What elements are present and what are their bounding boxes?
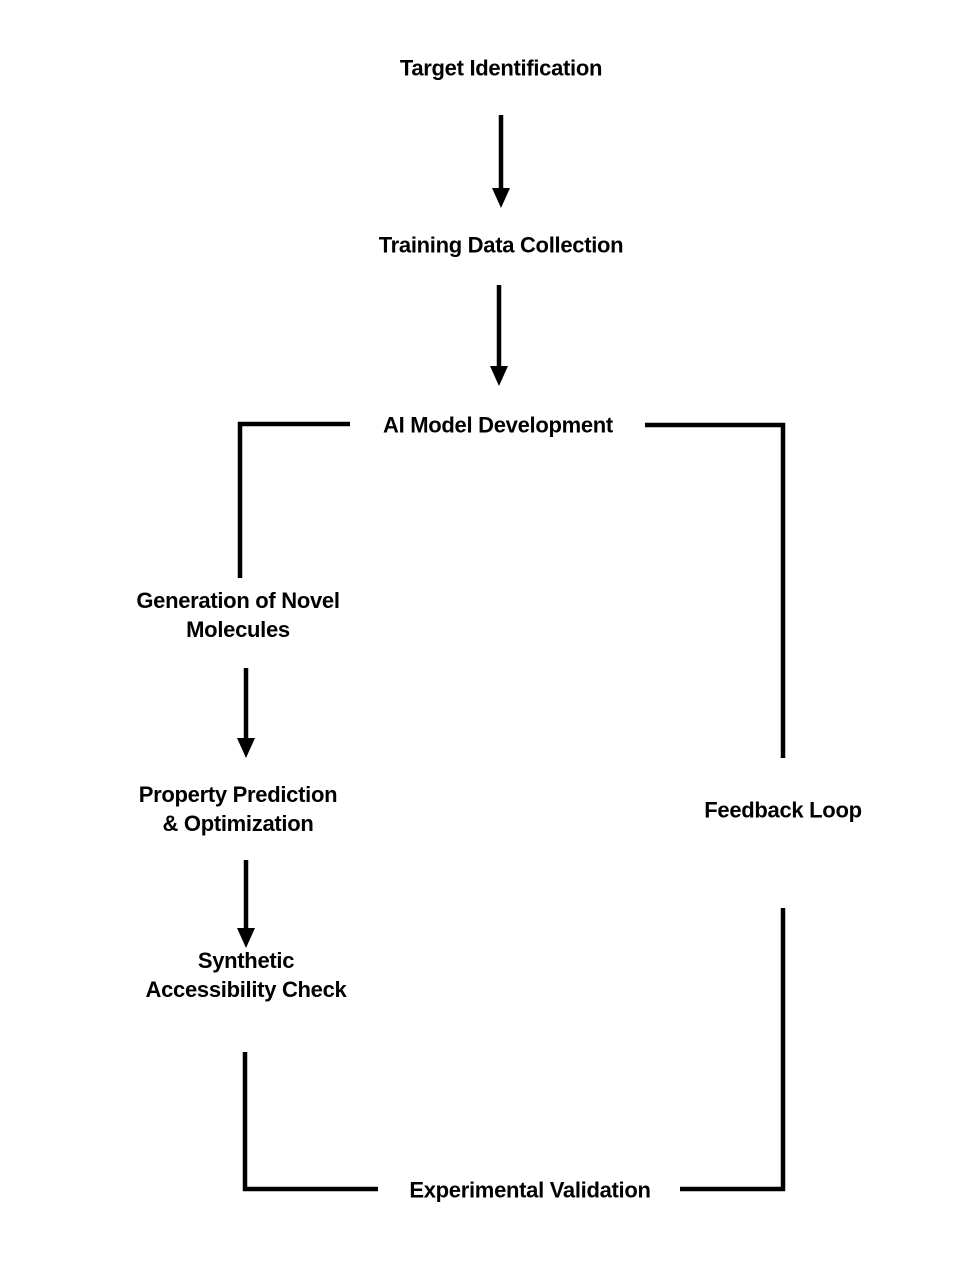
edge-training-to-ai (490, 285, 508, 386)
edge-synthetic-to-experimental (242, 1052, 378, 1192)
node-synthetic-accessibility-check: Synthetic Accessibility Check (145, 948, 347, 1002)
arrowhead-down-icon (492, 188, 510, 208)
arrowhead-down-icon (490, 366, 508, 386)
arrowhead-down-icon (237, 928, 255, 948)
edge-generation-to-property (237, 668, 255, 758)
node-training-data-collection: Training Data Collection (378, 232, 624, 258)
edge-property-to-synthetic (237, 860, 255, 948)
node-generation-of-novel-molecules: Generation of Novel Molecules (136, 588, 340, 642)
edge-ai-to-generation (237, 421, 350, 578)
arrowhead-down-icon (237, 738, 255, 758)
node-experimental-validation: Experimental Validation (409, 1177, 651, 1203)
edge-ai-to-feedback (645, 422, 786, 758)
edge-experimental-to-feedback (680, 908, 786, 1192)
edge-target-to-training (492, 115, 510, 208)
node-target-identification: Target Identification (399, 55, 603, 81)
node-property-prediction-optimization: Property Prediction & Optimization (138, 782, 338, 836)
node-feedback-loop: Feedback Loop (704, 797, 862, 823)
node-ai-model-development: AI Model Development (383, 412, 613, 438)
